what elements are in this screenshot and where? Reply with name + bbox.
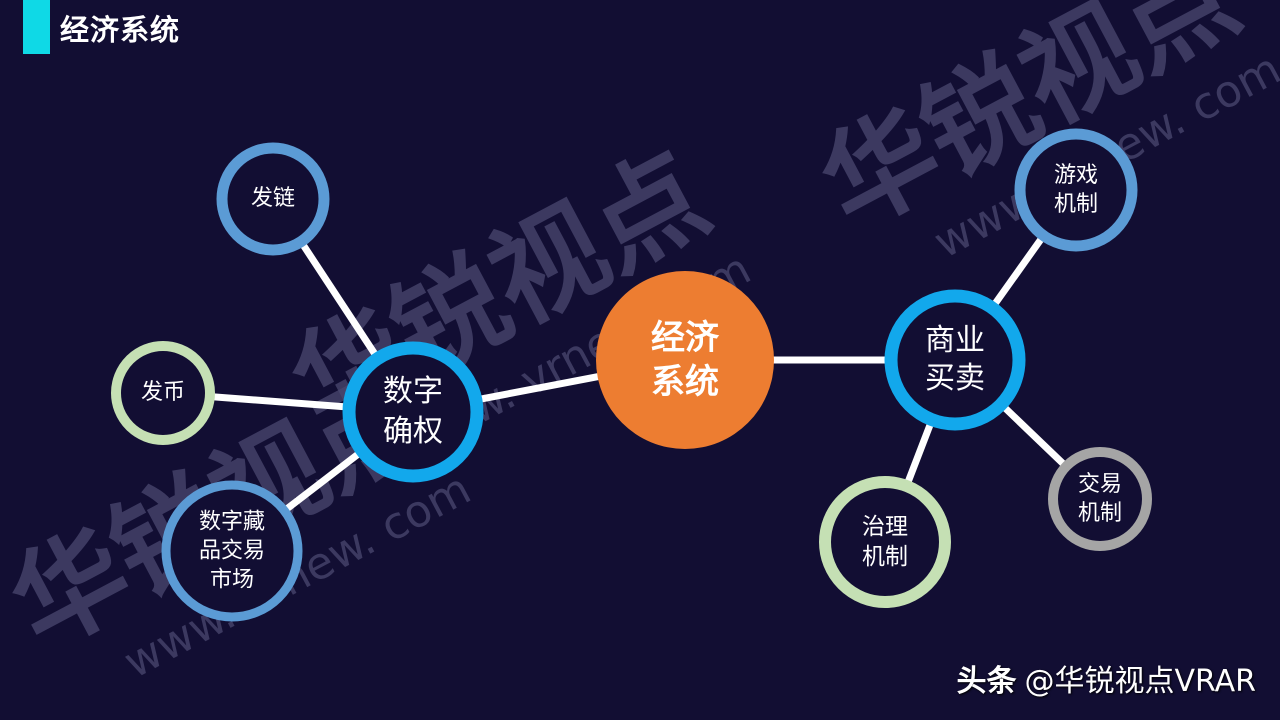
node-game-mechanism-label: 游戏 机制 [1054,161,1098,219]
node-economic-system-label: 经济 系统 [651,316,719,404]
node-coin-issue-ring[interactable] [111,341,215,445]
title-accent-bar [23,0,50,54]
label-line: 市场 [209,567,255,593]
node-governance-mechanism-ring[interactable] [819,476,951,608]
node-business-trade-ring[interactable] [884,289,1026,431]
label-line: 机制 [862,544,908,570]
footer-credit: 头条@华锐视点VRAR [956,662,1256,702]
footer-platform: 头条 [956,664,1017,699]
label-line: 机制 [1077,501,1123,526]
label-line: 买卖 [925,361,985,396]
label-line: 机制 [1053,192,1099,217]
label-line: 游戏 [1053,163,1099,188]
label-line: 数字 [383,374,443,409]
label-line: 治理 [862,514,908,540]
node-business-trade-label: 商业 买卖 [925,322,985,398]
node-digital-rights-ring[interactable] [342,341,484,483]
node-trading-mechanism-ring[interactable] [1048,447,1152,551]
label-line: 交易 [1077,472,1123,497]
node-game-mechanism-ring[interactable] [1014,128,1138,252]
node-coin-issue-label: 发币 [141,379,185,407]
node-chain-issue-label: 发链 [251,185,295,213]
label-line: 发链 [250,186,296,211]
page-title: 经济系统 [60,13,181,47]
node-nft-market-label: 数字藏 品交易 市场 [199,508,265,595]
node-digital-rights-label: 数字 确权 [383,372,443,452]
node-nft-market-ring[interactable] [161,480,303,622]
label-line: 品交易 [198,538,266,564]
label-line: 商业 [925,323,985,358]
node-trading-mechanism-label: 交易 机制 [1078,470,1122,528]
label-line: 确权 [383,414,443,449]
label-line: 数字藏 [198,509,266,535]
node-governance-mechanism-label: 治理 机制 [862,512,908,572]
label-line: 经济 [651,318,719,358]
label-line: 发币 [140,380,186,405]
footer-handle: @华锐视点VRAR [1024,664,1256,699]
node-chain-issue-ring[interactable] [216,142,330,256]
node-circles [111,128,1152,622]
node-center-disc[interactable] [596,271,774,449]
label-line: 系统 [651,362,719,402]
